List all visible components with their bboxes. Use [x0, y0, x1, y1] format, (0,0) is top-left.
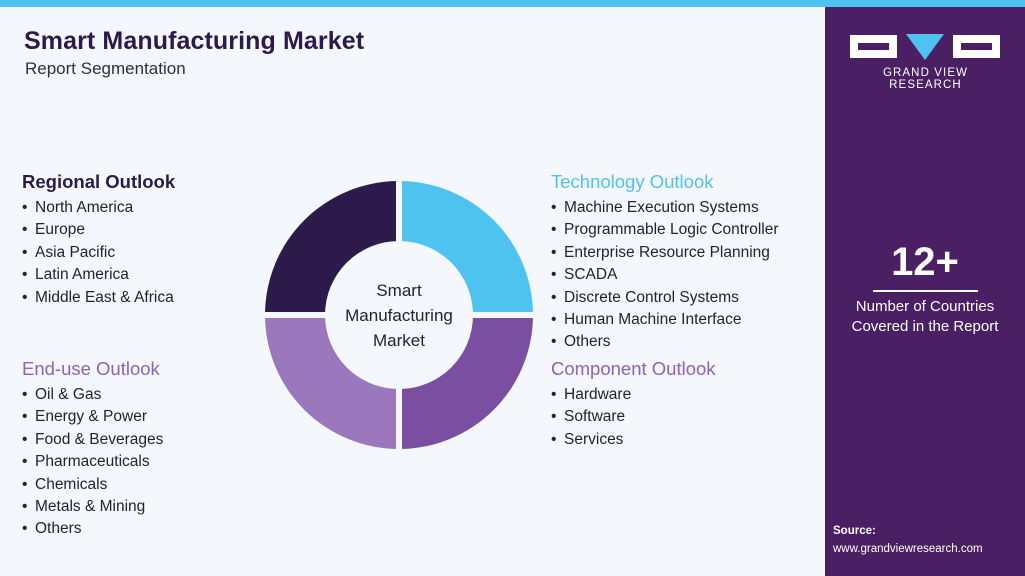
- stat-number: 12+: [891, 240, 959, 284]
- list-item: Food & Beverages: [22, 429, 163, 452]
- stat-divider: [873, 290, 978, 292]
- list-item: Metals & Mining: [22, 496, 163, 519]
- section-heading-technology: Technology Outlook: [551, 171, 714, 192]
- list-enduse: Oil & Gas Energy & Power Food & Beverage…: [22, 384, 163, 541]
- list-item: Services: [551, 429, 716, 452]
- list-item: Programmable Logic Controller: [551, 219, 779, 242]
- top-accent-bar: [0, 0, 1025, 7]
- grand-view-research-logo-icon: [850, 28, 1000, 64]
- list-regional: North America Europe Asia Pacific Latin …: [22, 197, 175, 309]
- list-item: SCADA: [551, 264, 779, 287]
- page-subtitle: Report Segmentation: [25, 59, 186, 78]
- list-item: North America: [22, 197, 175, 220]
- content-area: Smart Manufacturing Market Report Segmen…: [0, 7, 825, 576]
- stat-caption-line1: Number of Countries: [855, 298, 995, 315]
- list-item: Middle East & Africa: [22, 287, 175, 310]
- list-item: Asia Pacific: [22, 242, 175, 265]
- logo-wordmark: GRAND VIEW RESEARCH: [882, 67, 969, 91]
- logo-right-notch: [961, 43, 992, 50]
- list-item: Others: [22, 518, 163, 541]
- source-url: www.grandviewresearch.com: [833, 543, 983, 555]
- stat-caption: Number of Countries Covered in the Repor…: [825, 297, 1025, 337]
- list-item: Human Machine Interface: [551, 309, 779, 332]
- section-heading-enduse: End-use Outlook: [22, 358, 160, 379]
- list-item: Chemicals: [22, 474, 163, 497]
- logo-triangle-icon: [906, 34, 944, 60]
- list-item: Others: [551, 331, 779, 354]
- list-item: Enterprise Resource Planning: [551, 242, 779, 265]
- section-component-outlook: Component Outlook Hardware Software Serv…: [551, 358, 716, 452]
- list-item: Europe: [22, 219, 175, 242]
- section-technology-outlook: Technology Outlook Machine Execution Sys…: [551, 171, 779, 354]
- section-enduse-outlook: End-use Outlook Oil & Gas Energy & Power…: [22, 358, 163, 541]
- list-item: Pharmaceuticals: [22, 451, 163, 474]
- list-item: Energy & Power: [22, 406, 163, 429]
- brand-panel: GRAND VIEW RESEARCH 12+ Number of Countr…: [825, 7, 1025, 576]
- section-regional-outlook: Regional Outlook North America Europe As…: [22, 171, 175, 309]
- list-component: Hardware Software Services: [551, 384, 716, 452]
- page-title: Smart Manufacturing Market: [24, 27, 365, 55]
- list-item: Hardware: [551, 384, 716, 407]
- segmentation-donut-chart: Smart Manufacturing Market: [255, 171, 543, 459]
- list-item: Oil & Gas: [22, 384, 163, 407]
- list-technology: Machine Execution Systems Programmable L…: [551, 197, 779, 354]
- donut-hole: [325, 241, 473, 389]
- section-heading-component: Component Outlook: [551, 358, 716, 379]
- list-item: Software: [551, 406, 716, 429]
- list-item: Latin America: [22, 264, 175, 287]
- donut-svg: [261, 177, 537, 453]
- section-heading-regional: Regional Outlook: [22, 171, 176, 192]
- list-item: Machine Execution Systems: [551, 197, 779, 220]
- list-item: Discrete Control Systems: [551, 287, 779, 310]
- source-label: Source:: [833, 525, 876, 537]
- stat-caption-line2: Covered in the Report: [851, 318, 999, 335]
- logo-left-notch: [858, 43, 889, 50]
